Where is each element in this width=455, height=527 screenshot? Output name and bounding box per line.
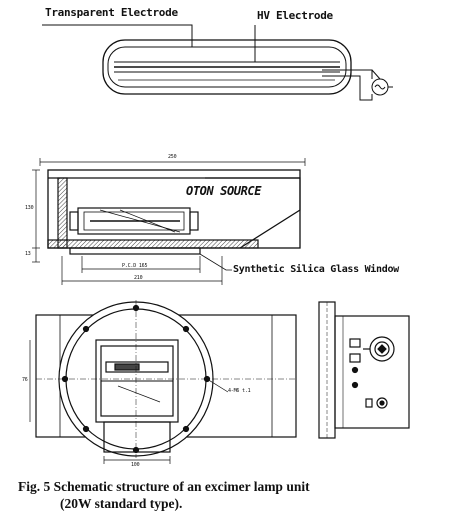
dimension-100: 100 bbox=[131, 462, 140, 468]
caption-line-1: Fig. 5 Schematic structure of an excimer… bbox=[18, 479, 310, 494]
lamp-tube bbox=[102, 39, 352, 95]
ground-icon bbox=[371, 69, 381, 80]
power-circuit bbox=[322, 69, 393, 101]
dimension-4-m6: 4-M6 t.1 bbox=[228, 388, 251, 394]
hv-electrode-label: HV Electrode bbox=[257, 9, 333, 22]
synthetic-silica-glass-window-label: Synthetic Silica Glass Window bbox=[233, 264, 399, 275]
dimension-13: 13 bbox=[25, 251, 31, 257]
dimension-250: 250 bbox=[168, 154, 177, 160]
dimension-pcd-165: P.C.D 165 bbox=[122, 263, 148, 269]
figure-caption: Fig. 5 Schematic structure of an excimer… bbox=[18, 478, 448, 512]
dimension-210: 210 bbox=[134, 275, 143, 281]
top-view bbox=[29, 300, 297, 464]
transparent-electrode-label: Transparent Electrode bbox=[45, 6, 178, 19]
end-view bbox=[318, 301, 410, 439]
dimension-76: 76 bbox=[22, 377, 28, 383]
leader-lines-top bbox=[42, 24, 256, 62]
dimension-130: 130 bbox=[25, 205, 34, 211]
photon-source-label: OTON SOURCE bbox=[186, 184, 262, 198]
housing-section bbox=[32, 158, 306, 285]
caption-line-2: (20W standard type). bbox=[60, 496, 183, 511]
